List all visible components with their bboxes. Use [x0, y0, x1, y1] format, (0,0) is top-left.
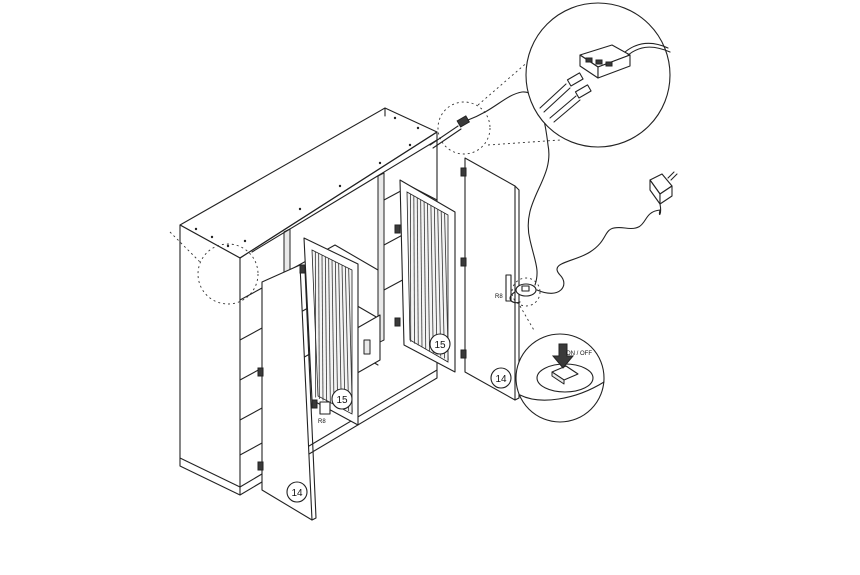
switch-label: ON / OFF: [566, 351, 592, 357]
connector-plug: [457, 116, 469, 127]
switch-magnified: ON / OFF: [516, 334, 604, 422]
cabinet-left-side: [180, 225, 240, 487]
glass-door-left-15: 15 R8: [300, 238, 358, 425]
glass-door-right-15: 15: [395, 180, 455, 372]
door-left-number: 14: [291, 488, 303, 499]
glass-door-left-number: 15: [336, 395, 348, 406]
door-right-14: R8 14: [461, 158, 519, 400]
power-cable: [528, 145, 677, 293]
cabinet-top: [180, 108, 437, 258]
led-label-left: R8: [318, 419, 326, 425]
glass-door-right-number: 15: [434, 340, 446, 351]
connector-detail-circle: [438, 102, 490, 154]
door-right-number: 14: [495, 374, 507, 385]
magnified-connector: [526, 3, 670, 147]
led-label-right: R8: [495, 294, 503, 300]
door-left-panel: [262, 265, 312, 520]
